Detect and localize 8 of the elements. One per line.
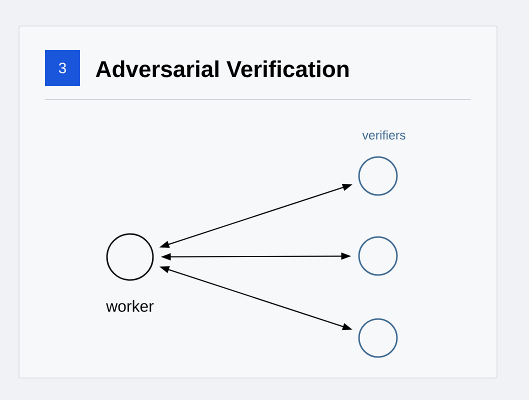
group-label: verifiers — [362, 130, 406, 140]
node-caption: worker — [106, 300, 154, 312]
number-badge: 3 — [45, 50, 80, 86]
title: Adversarial Verification — [96, 60, 348, 78]
circle — [106, 233, 154, 281]
circle — [358, 236, 398, 276]
circle — [358, 156, 398, 196]
circle — [358, 318, 398, 358]
